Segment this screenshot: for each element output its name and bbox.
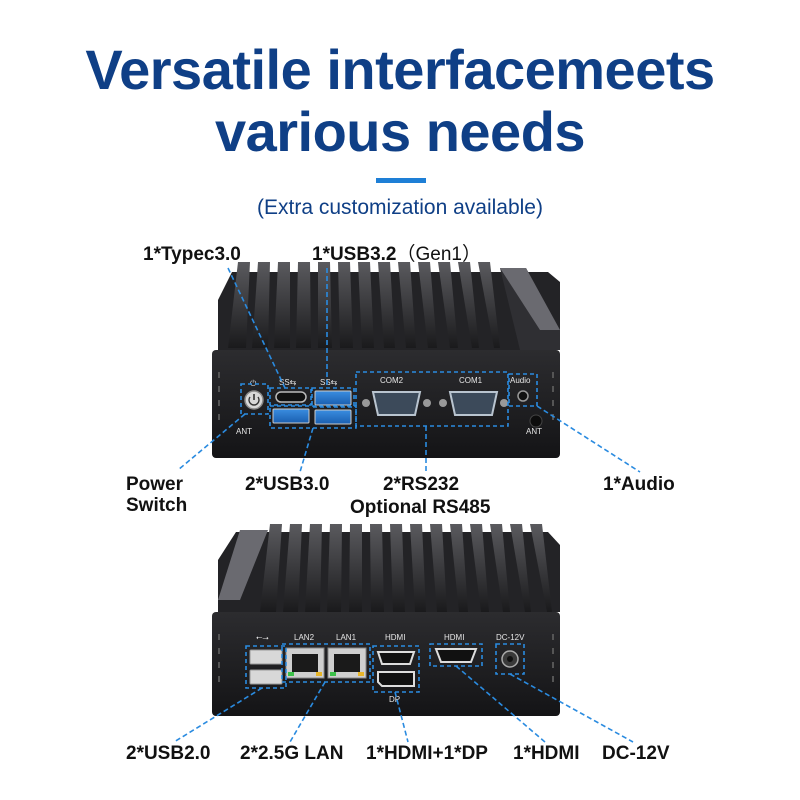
dc-label: DC-12V <box>496 633 525 642</box>
usb32-callout-gen: （Gen1） <box>396 244 481 265</box>
title-line-2: various needs <box>214 100 586 163</box>
usb-ss-icon-2: SS⇆ <box>320 378 338 387</box>
com1-port <box>439 391 508 416</box>
antenna-hole <box>529 414 543 428</box>
usb30-port-left <box>272 408 310 424</box>
title-underline <box>376 178 426 183</box>
hdmi-dp-callout: 1*HDMI+1*DP <box>366 743 488 764</box>
com2-port <box>362 391 431 416</box>
dc-callout: DC-12V <box>602 743 670 764</box>
lan2-port <box>285 647 325 679</box>
power-icon: ⏻ <box>244 379 264 410</box>
lan-callout: 2*2.5G LAN <box>240 743 344 764</box>
hdmi-port-b <box>434 648 478 663</box>
typec-highlight <box>269 387 312 406</box>
usb32-callout-main: 1*USB3.2 <box>312 244 397 265</box>
hdmi-a-label: HDMI <box>385 633 405 642</box>
title-line-1: Versatile interfacemeets <box>85 38 715 101</box>
ant-left-label: ANT <box>236 427 252 436</box>
rs232-highlight <box>355 371 509 427</box>
lan1-port <box>327 647 367 679</box>
top-device: ⏻ ANT SS⇆ SS⇆ COM2 COM1 Audio ANT <box>177 262 641 473</box>
subtitle: (Extra customization available) <box>257 196 543 219</box>
typec-port <box>275 391 307 403</box>
usb20-callout: 2*USB2.0 <box>126 743 211 764</box>
dp-label: DP <box>389 695 400 704</box>
rs485-callout: Optional RS485 <box>350 497 491 518</box>
lan1-label: LAN1 <box>336 633 357 642</box>
usb32-highlight <box>311 387 355 408</box>
hdmi-b-label: HDMI <box>444 633 464 642</box>
hdmi-port-a <box>376 651 416 665</box>
usb20-highlight <box>245 645 287 689</box>
rs232-callout: 2*RS232 <box>383 474 460 495</box>
usb-icon: ⭠⭢ <box>256 633 269 642</box>
hdmi-callout: 1*HDMI <box>513 743 580 764</box>
usb30-port-right <box>314 409 352 425</box>
usb32-callout: 1*USB3.2（Gen1） <box>312 244 481 265</box>
power-switch-callout: Power Switch <box>126 474 187 516</box>
power-highlight <box>240 383 269 415</box>
com2-label: COM2 <box>380 376 404 385</box>
usb30-callout: 2*USB3.0 <box>245 474 330 495</box>
ant-right-label: ANT <box>526 427 542 436</box>
audio-jack <box>517 390 529 402</box>
audio-callout: 1*Audio <box>603 474 675 495</box>
bottom-heatsink-fins <box>260 524 552 612</box>
hdmi-dp-highlight <box>372 645 420 693</box>
usb-ss-icon: SS⇆ <box>279 378 297 387</box>
usb20-port-bottom <box>249 669 283 685</box>
lan-highlight <box>281 643 371 683</box>
usb20-port-top <box>249 649 283 665</box>
usb32-port <box>314 390 352 406</box>
bottom-device: ⭠⭢ LAN2 LAN1 HDMI DP HDMI DC-12V <box>173 524 634 743</box>
power-callout-line2: Switch <box>126 495 188 516</box>
audio-port-label: Audio <box>510 376 531 385</box>
svg-text:⏻: ⏻ <box>250 379 257 388</box>
top-heatsink-fins <box>228 262 500 348</box>
typec-callout: 1*Typec3.0 <box>143 244 241 265</box>
audio-highlight <box>508 373 538 407</box>
dp-port <box>377 671 415 687</box>
power-callout-line1: Power <box>126 474 184 495</box>
lan2-label: LAN2 <box>294 633 315 642</box>
com1-label: COM1 <box>459 376 483 385</box>
